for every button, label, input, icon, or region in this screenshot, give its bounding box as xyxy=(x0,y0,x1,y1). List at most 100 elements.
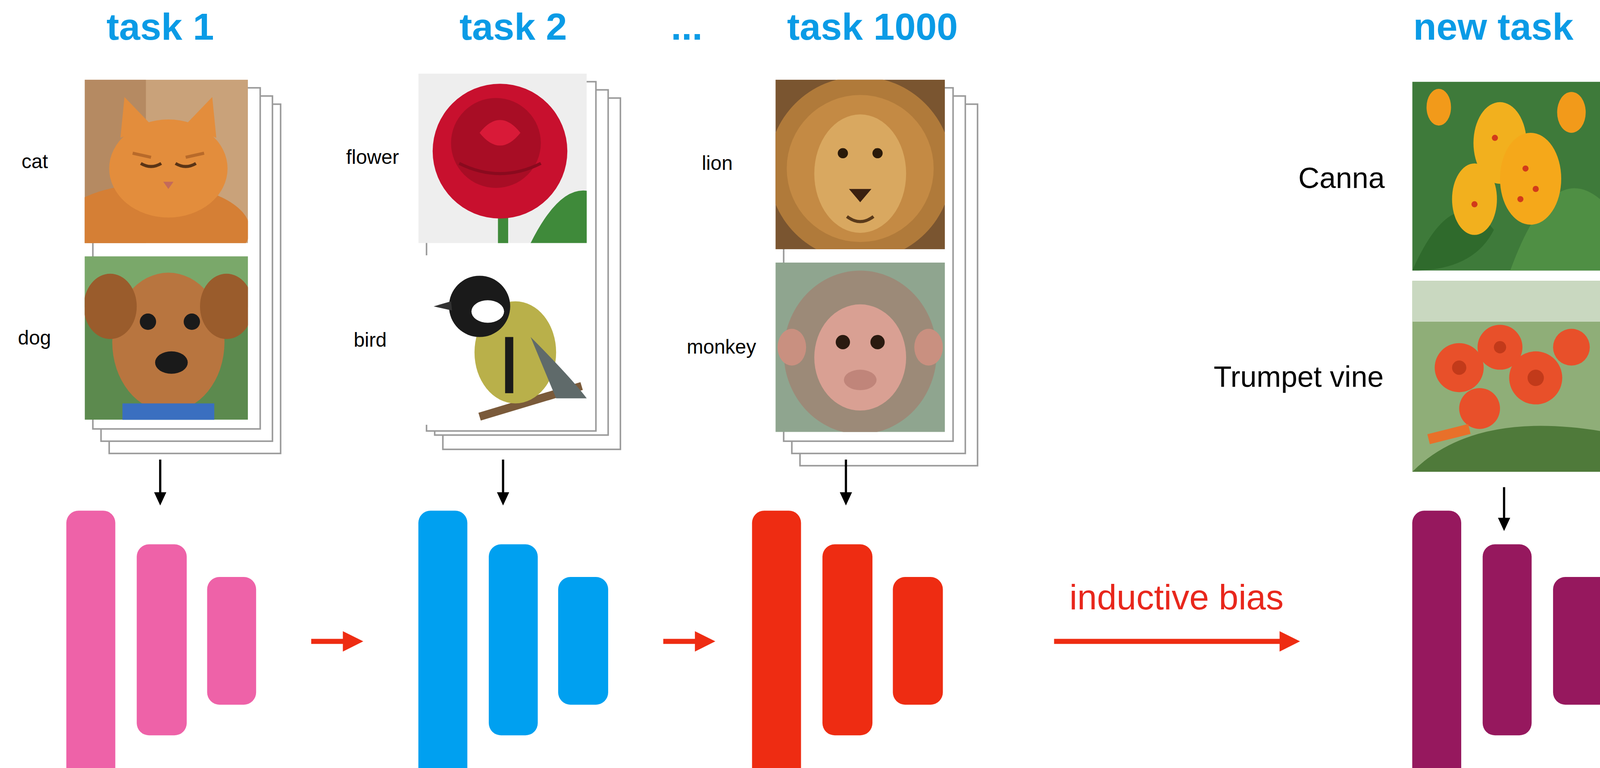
canna-photo xyxy=(1522,165,1529,172)
network-icon xyxy=(66,510,257,768)
ellipsis: ... xyxy=(671,4,703,49)
cat-photo xyxy=(132,153,205,157)
class-label: bird xyxy=(353,328,388,352)
transfer-arrow xyxy=(311,638,347,644)
network-icon xyxy=(1482,543,1532,735)
network-icon xyxy=(892,576,943,705)
monkey-photo xyxy=(843,369,877,390)
rose-photo xyxy=(450,97,541,188)
network-icon xyxy=(136,543,187,735)
dog-photo xyxy=(84,273,137,340)
rose-photo xyxy=(432,83,568,219)
lion-photo xyxy=(846,216,874,222)
cat-photo xyxy=(163,181,174,190)
class-label: Canna xyxy=(1298,160,1385,195)
class-label: cat xyxy=(21,150,48,173)
class-label: flower xyxy=(346,145,400,169)
trumpet-vine-photo xyxy=(1412,425,1600,472)
lion-photo xyxy=(775,79,945,250)
lion-photo xyxy=(872,147,883,159)
canna-photo xyxy=(1500,132,1562,225)
network-icon xyxy=(66,510,116,768)
class-label: lion xyxy=(701,151,733,175)
network-icon xyxy=(418,510,468,768)
dog-photo xyxy=(84,256,248,420)
trumpet-vine-photo xyxy=(1452,340,1544,386)
bird-photo xyxy=(433,301,453,311)
bird-photo xyxy=(418,255,588,425)
down-arrow xyxy=(159,459,162,496)
trumpet-vine-photo xyxy=(1527,369,1544,386)
network-icon xyxy=(1412,510,1462,768)
monkey-photo xyxy=(783,270,937,432)
task-title: task 2 xyxy=(459,4,568,49)
task-title: task 1000 xyxy=(787,4,958,49)
down-arrow xyxy=(844,459,847,496)
cat-photo xyxy=(120,96,151,138)
dog-photo xyxy=(155,351,188,374)
arrow-label: inductive bias xyxy=(1069,576,1284,618)
canna-photo xyxy=(1491,134,1498,141)
transfer-arrow xyxy=(694,631,716,652)
task-title: task 1 xyxy=(106,4,215,49)
network-icon xyxy=(558,576,609,705)
canna-photo xyxy=(1532,185,1539,192)
bird-photo xyxy=(530,337,587,399)
class-label: dog xyxy=(18,326,52,350)
bird-photo xyxy=(449,275,511,337)
trumpet-vine-photo xyxy=(1459,387,1500,429)
canna-photo xyxy=(1471,134,1539,208)
canna-photo xyxy=(1452,163,1497,235)
lion-photo xyxy=(814,114,907,233)
rose-photo xyxy=(479,119,521,146)
canna-photo xyxy=(1517,196,1524,203)
canna-photo xyxy=(1426,88,1452,126)
cat-photo xyxy=(84,79,248,244)
canna-photo xyxy=(1412,81,1600,271)
bird-photo xyxy=(418,255,588,425)
network-icon xyxy=(1412,510,1600,768)
trumpet-vine-photo xyxy=(1412,280,1600,322)
network-icon xyxy=(752,510,802,768)
down-arrow xyxy=(153,459,1510,532)
transfer-arrow xyxy=(663,638,700,644)
trumpet-vine-photo xyxy=(1553,328,1590,366)
monkey-photo xyxy=(914,328,943,366)
trumpet-vine-photo xyxy=(1493,340,1507,354)
monkey-photo xyxy=(777,328,807,366)
transfer-arrow xyxy=(342,631,363,652)
dog-photo xyxy=(122,403,215,420)
trumpet-vine-photo xyxy=(1434,343,1484,393)
transfer-arrow xyxy=(311,631,1300,652)
lion-photo xyxy=(786,94,934,242)
transfer-arrow xyxy=(1279,631,1300,652)
task-title: new task xyxy=(1413,4,1574,49)
network-icon xyxy=(752,510,944,768)
lion-photo xyxy=(775,79,945,250)
bird-photo xyxy=(471,300,505,323)
dog-photo xyxy=(139,313,157,330)
class-label: monkey xyxy=(686,335,757,359)
cat-photo xyxy=(140,163,197,167)
trumpet-vine-photo xyxy=(1412,280,1600,472)
class-label: Trumpet vine xyxy=(1213,359,1384,394)
canna-photo xyxy=(1471,201,1478,208)
trumpet-vine-photo xyxy=(1452,360,1467,375)
bird-photo xyxy=(505,337,514,394)
monkey-photo xyxy=(814,304,907,411)
trumpet-vine-photo xyxy=(1509,351,1563,405)
monkey-photo xyxy=(870,334,885,350)
down-arrow xyxy=(496,492,510,506)
dog-photo xyxy=(183,313,200,330)
rose-photo xyxy=(459,163,541,174)
down-arrow xyxy=(1503,487,1506,521)
down-arrow xyxy=(1497,517,1510,532)
down-arrow xyxy=(839,492,852,506)
trumpet-vine-photo xyxy=(1434,324,1590,429)
transfer-arrow xyxy=(1053,638,1284,644)
canna-photo xyxy=(1557,91,1586,133)
monkey-photo xyxy=(775,262,945,432)
canna-photo xyxy=(1412,81,1600,271)
dog-photo xyxy=(200,273,248,340)
down-arrow xyxy=(501,459,504,496)
